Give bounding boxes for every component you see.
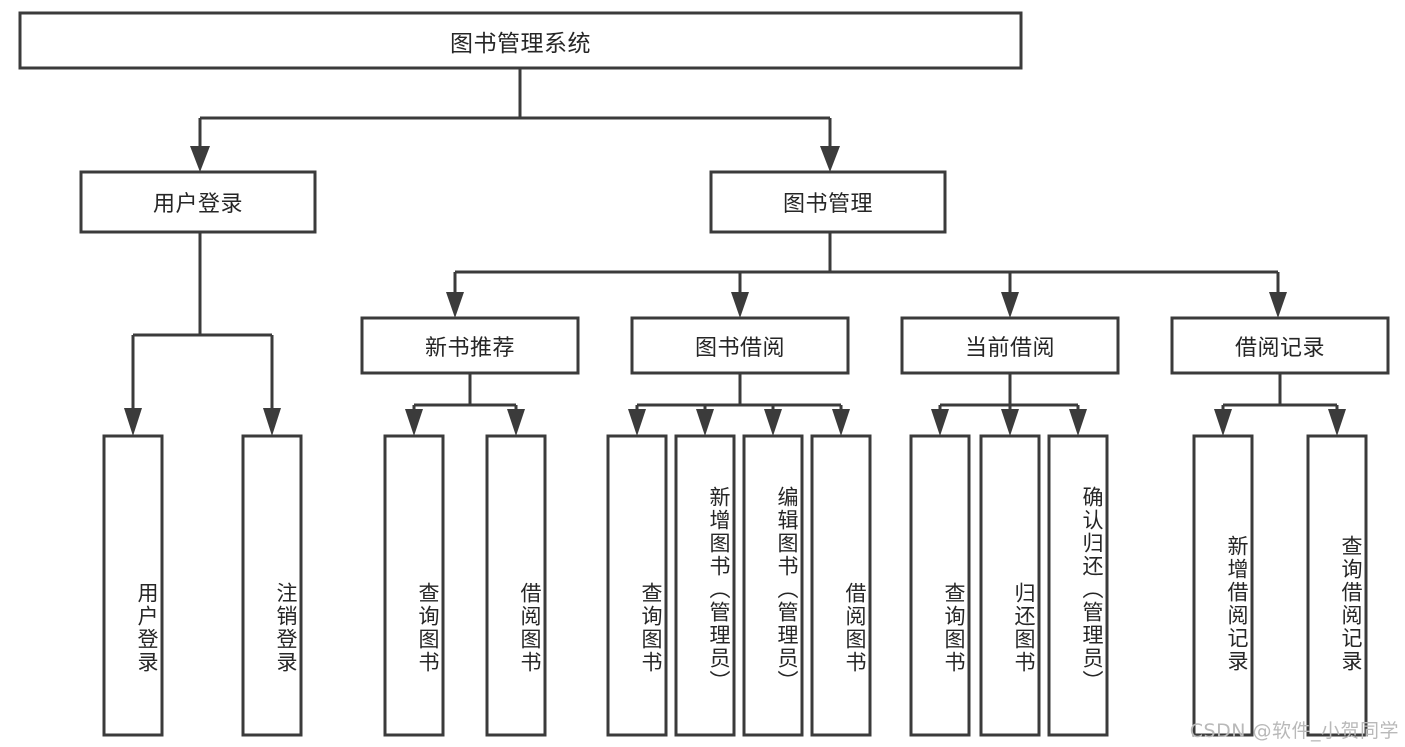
connector-root-to-level2 — [190, 68, 840, 172]
leaf-box-return-book[interactable] — [979, 434, 1041, 737]
connector-currentborrow-to-leaves — [931, 373, 1087, 436]
connector-bookmgmt-to-level3 — [446, 232, 1287, 318]
connector-newbook-to-leaves — [405, 373, 525, 436]
csdn-watermark: CSDN @软件_小贺同学 — [1189, 720, 1399, 742]
leaf-box-borrow-book-2[interactable] — [810, 434, 872, 737]
node-current-borrow-box[interactable] — [900, 316, 1120, 375]
node-book-borrow-box[interactable] — [630, 316, 850, 375]
leaf-box-confirm-return-admin[interactable] — [1047, 434, 1109, 737]
leaf-box-query-borrow-record[interactable] — [1306, 434, 1368, 737]
node-book-management-box[interactable] — [709, 170, 947, 234]
connector-borrowrecord-to-leaves — [1214, 373, 1346, 436]
leaf-box-query-book-2[interactable] — [606, 434, 668, 737]
node-new-book-recommend-box[interactable] — [360, 316, 580, 375]
node-root-box[interactable] — [18, 11, 1023, 70]
connector-userlogin-to-leaves — [124, 232, 281, 436]
leaf-box-add-book-admin[interactable] — [674, 434, 736, 737]
node-borrow-record-box[interactable] — [1170, 316, 1390, 375]
leaf-box-user-login[interactable] — [102, 434, 164, 737]
leaf-box-add-borrow-record[interactable] — [1192, 434, 1254, 737]
leaf-box-query-book-1[interactable] — [383, 434, 445, 737]
leaf-box-edit-book-admin[interactable] — [742, 434, 804, 737]
connector-bookborrow-to-leaves — [628, 373, 850, 436]
leaf-box-logout[interactable] — [241, 434, 303, 737]
node-user-login-box[interactable] — [79, 170, 317, 234]
leaf-box-borrow-book-1[interactable] — [485, 434, 547, 737]
leaf-box-query-book-3[interactable] — [909, 434, 971, 737]
